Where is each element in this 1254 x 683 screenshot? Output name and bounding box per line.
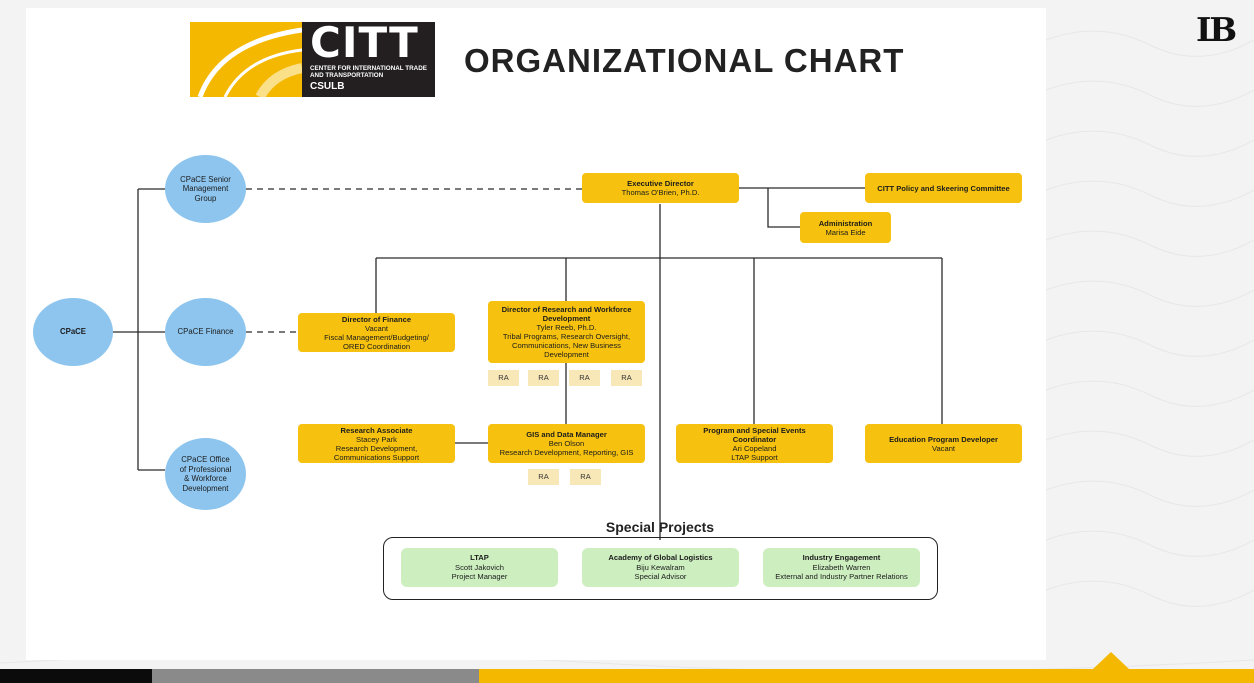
gis-data-manager-box: GIS and Data Manager Ben Olson Research … bbox=[488, 424, 645, 463]
logo-citt-text: CITT bbox=[310, 18, 419, 67]
box-line: Research Development, Reporting, GIS bbox=[499, 448, 634, 457]
logo-text-panel: CITT CENTER FOR INTERNATIONAL TRADE AND … bbox=[302, 18, 435, 97]
cpace-circle: CPaCE bbox=[33, 298, 113, 366]
box-line: Elizabeth Warren bbox=[812, 562, 871, 572]
box-line: Development bbox=[544, 350, 589, 359]
box-line: Communications Support bbox=[333, 452, 420, 462]
box-line: Fiscal Management/Budgeting/ bbox=[324, 332, 429, 342]
senior-label: CPaCE Senior Management Group bbox=[180, 174, 231, 203]
box-title: CITT Policy and Skeering Committee bbox=[877, 183, 1010, 193]
logo-road-graphic bbox=[190, 22, 302, 97]
citt-logo: CITT CENTER FOR INTERNATIONAL TRADE AND … bbox=[190, 18, 435, 97]
special-projects-title: Special Projects bbox=[605, 519, 715, 535]
ra-badge: RA bbox=[488, 370, 519, 386]
special-projects-frame bbox=[383, 537, 938, 600]
box-line: Scott Jakovich bbox=[455, 562, 504, 572]
office-label: CPaCE Office of Professional & Workforce… bbox=[179, 455, 232, 493]
box-title: Program and Special Events Coordinator bbox=[703, 425, 806, 444]
program-events-coordinator-box: Program and Special Events Coordinator A… bbox=[676, 424, 833, 463]
box-line: Vacant bbox=[931, 443, 956, 453]
logo-subtitle: CENTER FOR INTERNATIONAL TRADE AND TRANS… bbox=[310, 65, 427, 79]
box-title: Director of Finance bbox=[341, 314, 412, 324]
special-project-academy: Academy of Global Logistics Biju Kewalra… bbox=[582, 548, 739, 587]
ra-badge: RA bbox=[611, 370, 642, 386]
box-line: Communications, New Business bbox=[512, 341, 621, 350]
cpace-finance-circle: CPaCE Finance bbox=[165, 298, 246, 366]
director-of-research-box: Director of Research and Workforce Devel… bbox=[488, 301, 645, 363]
box-line: Tribal Programs, Research Oversight, bbox=[502, 332, 631, 341]
footer-bar-gray bbox=[152, 669, 479, 683]
box-title: Executive Director bbox=[627, 179, 694, 188]
cpace-senior-management-circle: CPaCE Senior Management Group bbox=[165, 155, 246, 223]
box-title: Administration bbox=[818, 218, 873, 228]
education-program-developer-box: Education Program Developer Vacant bbox=[865, 424, 1022, 463]
box-line: Project Manager bbox=[451, 572, 508, 582]
executive-director-box: Executive Director Thomas O'Brien, Ph.D. bbox=[582, 173, 739, 203]
box-line: Biju Kewalram bbox=[636, 562, 685, 572]
box-line: Tyler Reeb, Ph.D. bbox=[536, 323, 597, 332]
finance-label: CPaCE Finance bbox=[177, 327, 234, 337]
cpace-label: CPaCE bbox=[60, 327, 86, 337]
page-title: ORGANIZATIONAL CHART bbox=[464, 42, 905, 79]
ra-badge: RA bbox=[528, 370, 559, 386]
box-title: Director of Research and Workforce Devel… bbox=[501, 305, 632, 323]
special-project-ltap: LTAP Scott Jakovich Project Manager bbox=[401, 548, 558, 587]
box-line: Marisa Eide bbox=[825, 227, 866, 237]
box-line: Thomas O'Brien, Ph.D. bbox=[621, 188, 700, 197]
box-line: ORED Coordination bbox=[342, 341, 411, 351]
box-line: LTAP Support bbox=[731, 452, 778, 462]
box-title: Academy of Global Logistics bbox=[608, 553, 713, 563]
ra-badge: RA bbox=[569, 370, 600, 386]
box-line: Special Advisor bbox=[634, 572, 687, 582]
box-title: Education Program Developer bbox=[889, 434, 998, 444]
box-line: Ari Copeland bbox=[732, 443, 777, 453]
ra-badge: RA bbox=[570, 469, 601, 485]
box-line: Vacant bbox=[364, 323, 389, 333]
logo-csulb-text: CSULB bbox=[310, 81, 345, 92]
footer-bar-black bbox=[0, 669, 152, 683]
box-line: Ben Olson bbox=[548, 439, 585, 448]
box-title: LTAP bbox=[470, 553, 489, 563]
box-title: Research Associate bbox=[340, 425, 413, 435]
box-title: GIS and Data Manager bbox=[526, 430, 607, 439]
special-project-industry: Industry Engagement Elizabeth Warren Ext… bbox=[763, 548, 920, 587]
footer-bar-gold bbox=[479, 669, 1254, 683]
director-of-finance-box: Director of Finance Vacant Fiscal Manage… bbox=[298, 313, 455, 352]
box-title: Industry Engagement bbox=[802, 553, 881, 563]
administration-box: Administration Marisa Eide bbox=[800, 212, 891, 243]
committee-box: CITT Policy and Skeering Committee bbox=[865, 173, 1022, 203]
box-line: Research Development, bbox=[335, 443, 418, 453]
ra-badge: RA bbox=[528, 469, 559, 485]
box-line: Stacey Park bbox=[356, 434, 397, 444]
cpace-office-circle: CPaCE Office of Professional & Workforce… bbox=[165, 438, 246, 510]
box-line: External and Industry Partner Relations bbox=[775, 572, 908, 582]
research-associate-box: Research Associate Stacey Park Research … bbox=[298, 424, 455, 463]
footer-triangle bbox=[1093, 652, 1129, 669]
